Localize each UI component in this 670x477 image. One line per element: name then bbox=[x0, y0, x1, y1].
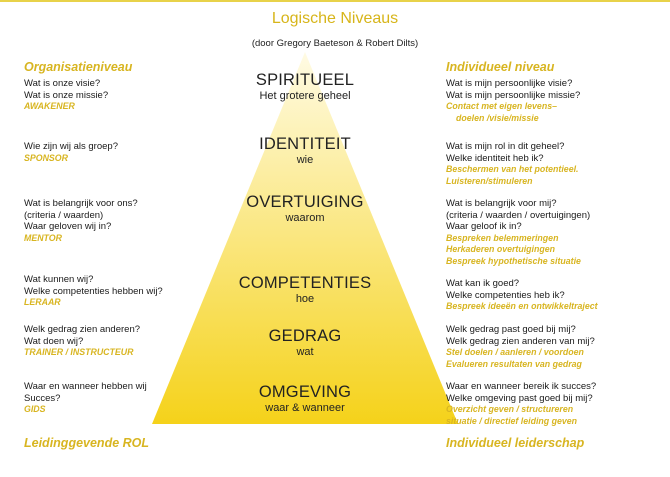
level-identiteit: IDENTITEIT wie bbox=[200, 135, 410, 167]
action-label: doelen /visie/missie bbox=[456, 112, 539, 123]
question: Waar en wanneer bereik ik succes? bbox=[446, 381, 597, 392]
question: Wat is mijn rol in dit geheel? bbox=[446, 141, 565, 152]
left-header: Organisatieniveau bbox=[24, 60, 133, 74]
pyramid-shape bbox=[152, 52, 458, 424]
question: Welk gedrag zien anderen van mij? bbox=[446, 335, 595, 347]
action-label: Herkaderen overtuigingen bbox=[446, 244, 556, 254]
question: Waar en wanneer hebben wij bbox=[24, 381, 147, 392]
level-gedrag: GEDRAG wat bbox=[200, 327, 410, 359]
question: Wat is onze visie? bbox=[24, 78, 101, 89]
action-label: Stel doelen / aanleren / voordoen bbox=[446, 347, 584, 357]
action-label: Beschermen van het potentieel. bbox=[446, 164, 579, 174]
action-label: situatie / directief leiding geven bbox=[446, 415, 578, 426]
question: Wat is onze missie? bbox=[24, 89, 109, 101]
level-name: IDENTITEIT bbox=[259, 135, 351, 153]
question: Wat doen wij? bbox=[24, 335, 84, 347]
level-name: GEDRAG bbox=[268, 327, 342, 345]
action-label: Bespreek ideeën en ontwikkeltraject bbox=[446, 301, 598, 311]
left-block-identiteit: Wie zijn wij als groep? SPONSOR bbox=[24, 141, 118, 164]
question: Welke omgeving past goed bij mij? bbox=[446, 392, 593, 404]
question: (criteria / waarden) bbox=[24, 209, 104, 221]
level-sub: waar & wanneer bbox=[265, 402, 345, 414]
level-sub: waarom bbox=[285, 212, 325, 224]
role-label: LERAAR bbox=[24, 297, 61, 307]
level-name: COMPETENTIES bbox=[238, 274, 372, 292]
left-block-competenties: Wat kunnen wij? Welke competenties hebbe… bbox=[24, 274, 163, 309]
question: Waar geloof ik in? bbox=[446, 221, 522, 232]
level-sub: Het grotere geheel bbox=[259, 90, 351, 102]
role-label: TRAINER / INSTRUCTEUR bbox=[24, 347, 134, 357]
page-title: Logische Niveaus bbox=[271, 10, 399, 27]
level-sub: hoe bbox=[295, 293, 315, 305]
question: Welke competenties heb ik? bbox=[446, 289, 565, 301]
right-block-identiteit: Wat is mijn rol in dit geheel? Welke ide… bbox=[446, 141, 578, 187]
question: Wat is belangrijk voor ons? bbox=[24, 198, 138, 209]
left-block-overtuiging: Wat is belangrijk voor ons? (criteria / … bbox=[24, 198, 138, 244]
right-block-overtuiging: Wat is belangrijk voor mij? (criteria / … bbox=[446, 198, 590, 267]
level-name: SPIRITUEEL bbox=[255, 71, 355, 89]
level-omgeving: OMGEVING waar & wanneer bbox=[200, 383, 410, 415]
right-header: Individueel niveau bbox=[446, 60, 555, 74]
left-block-omgeving: Waar en wanneer hebben wij Succes? GIDS bbox=[24, 381, 147, 416]
question: Wat is mijn persoonlijke missie? bbox=[446, 89, 581, 101]
left-block-spiritueel: Wat is onze visie? Wat is onze missie? A… bbox=[24, 78, 108, 113]
question: Wie zijn wij als groep? bbox=[24, 141, 118, 152]
right-block-competenties: Wat kan ik goed? Welke competenties heb … bbox=[446, 278, 598, 313]
action-label: Overzicht geven / structureren bbox=[446, 404, 574, 414]
action-label: Contact met eigen levens– bbox=[446, 101, 557, 111]
question: Wat is belangrijk voor mij? bbox=[446, 198, 557, 209]
question: Welk gedrag past goed bij mij? bbox=[446, 324, 576, 335]
question: Wat kunnen wij? bbox=[24, 274, 94, 285]
role-label: AWAKENER bbox=[24, 101, 75, 111]
left-footer: Leidinggevende ROL bbox=[24, 436, 150, 450]
left-block-gedrag: Welk gedrag zien anderen? Wat doen wij? … bbox=[24, 324, 140, 359]
question: Wat kan ik goed? bbox=[446, 278, 520, 289]
level-competenties: COMPETENTIES hoe bbox=[200, 274, 410, 306]
right-footer: Individueel leiderschap bbox=[446, 436, 585, 450]
level-name: OVERTUIGING bbox=[246, 193, 364, 211]
right-block-omgeving: Waar en wanneer bereik ik succes? Welke … bbox=[446, 381, 596, 427]
right-block-spiritueel: Wat is mijn persoonlijke visie? Wat is m… bbox=[446, 78, 580, 124]
action-label: Bespreek hypothetische situatie bbox=[446, 255, 581, 266]
level-spiritueel: SPIRITUEEL Het grotere geheel bbox=[200, 71, 410, 103]
right-block-gedrag: Welk gedrag past goed bij mij? Welk gedr… bbox=[446, 324, 595, 370]
question: (criteria / waarden / overtuigingen) bbox=[446, 209, 591, 221]
level-overtuiging: OVERTUIGING waarom bbox=[200, 193, 410, 225]
question: Welk gedrag zien anderen? bbox=[24, 324, 141, 335]
role-label: GIDS bbox=[24, 404, 46, 414]
question: Wat is mijn persoonlijke visie? bbox=[446, 78, 573, 89]
question: Waar geloven wij in? bbox=[24, 221, 112, 232]
action-label: Luisteren/stimuleren bbox=[446, 175, 533, 186]
question: Succes? bbox=[24, 392, 61, 404]
level-sub: wat bbox=[296, 346, 314, 358]
action-label: Evalueren resultaten van gedrag bbox=[446, 358, 582, 369]
page-subtitle: (door Gregory Baeteson & Robert Dilts) bbox=[251, 38, 419, 49]
question: Welke identiteit heb ik? bbox=[446, 152, 544, 164]
question: Welke competenties hebben wij? bbox=[24, 285, 163, 297]
role-label: SPONSOR bbox=[24, 152, 68, 163]
level-name: OMGEVING bbox=[258, 383, 352, 401]
action-label: Bespreken belemmeringen bbox=[446, 232, 559, 243]
level-sub: wie bbox=[296, 154, 314, 166]
role-label: MENTOR bbox=[24, 232, 62, 243]
